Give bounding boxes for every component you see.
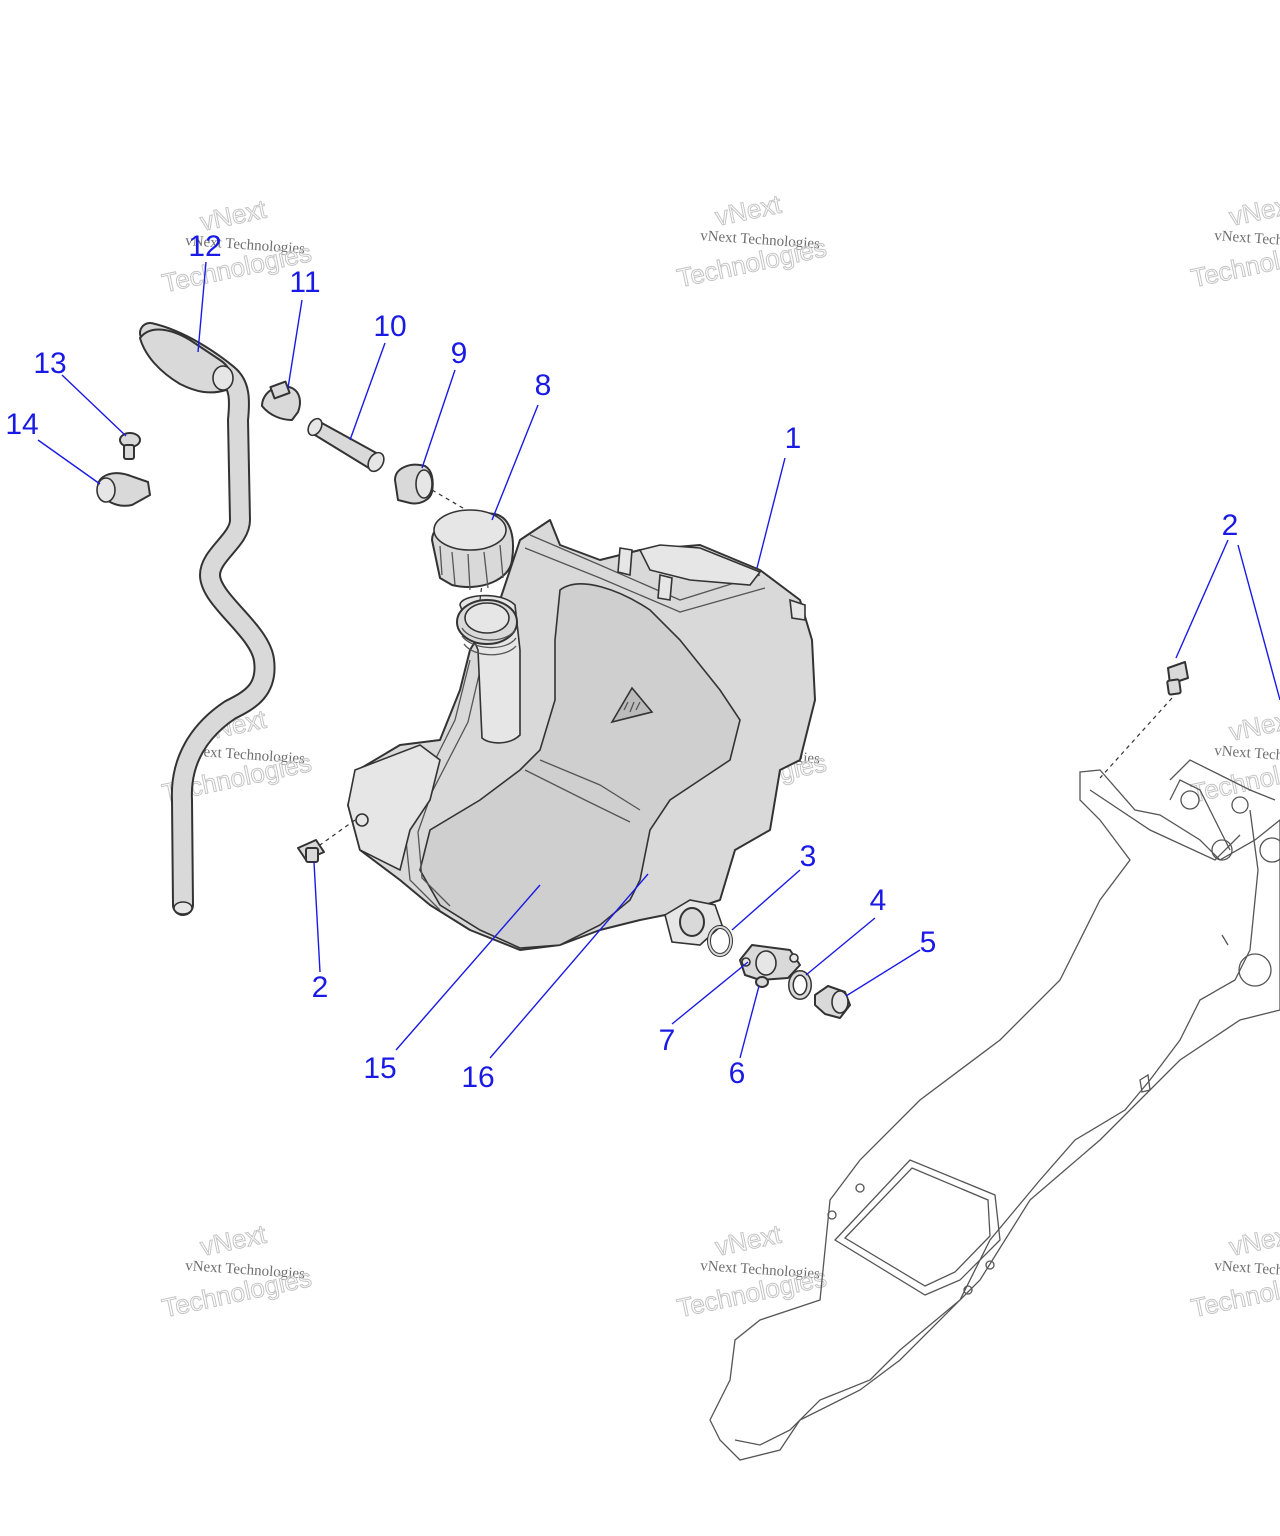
callout-10: 10 (373, 310, 406, 343)
callout-11: 11 (289, 266, 320, 299)
callout-16: 16 (461, 1061, 494, 1094)
callout-labels: 1 2 2 3 4 5 6 7 8 9 10 11 12 13 14 15 16 (5, 230, 1238, 1094)
hose-12 (139, 322, 276, 916)
callout-5: 5 (920, 926, 937, 959)
screw-13 (119, 432, 141, 460)
watermark: vNext vNext Technologies Technologies (1188, 1218, 1280, 1324)
hot-warning-icon (610, 686, 654, 724)
leader-lines (37, 261, 1280, 1059)
watermark: vNext vNext Technologies Technologies (159, 1218, 315, 1324)
coolant-reservoir (319, 519, 816, 951)
o-ring-3 (707, 925, 733, 957)
watermark-line1: vNext (712, 189, 784, 232)
callout-15: 15 (363, 1052, 396, 1085)
callout-2-right: 2 (1222, 509, 1239, 542)
bolt-2-right (1099, 661, 1189, 779)
screw-6 (755, 976, 769, 988)
clip-14 (96, 472, 151, 507)
frame-panel (709, 759, 1280, 1461)
watermark-line1: vNext (1226, 704, 1280, 747)
watermark-line1: vNext (712, 1219, 784, 1262)
washer-4 (788, 970, 812, 1000)
callout-6: 6 (729, 1057, 746, 1090)
watermark-line1: vNext (197, 1219, 269, 1262)
callout-1: 1 (785, 422, 802, 455)
watermark-line1: vNext (1226, 189, 1280, 232)
callout-8: 8 (535, 369, 552, 402)
bolt-2-left (297, 839, 325, 863)
callout-2-left: 2 (312, 971, 329, 1004)
grommet-9 (394, 463, 476, 516)
callout-13: 13 (33, 347, 66, 380)
plug-5 (814, 985, 851, 1019)
callout-9: 9 (451, 337, 468, 370)
callout-14: 14 (5, 408, 38, 441)
watermark: vNext vNext Technologies Technologies (1188, 703, 1280, 809)
callout-12: 12 (188, 230, 221, 263)
fitting-10 (307, 417, 385, 473)
watermark: vNext vNext Technologies Technologies (674, 1218, 830, 1324)
callout-7: 7 (659, 1024, 676, 1057)
callout-4: 4 (870, 884, 887, 917)
watermark-line1: vNext (1226, 1219, 1280, 1262)
callout-3: 3 (800, 840, 817, 873)
cap-8 (431, 509, 514, 591)
clamp-11 (261, 380, 301, 421)
flange-7 (739, 944, 801, 981)
watermark: vNext vNext Technologies Technologies (674, 188, 830, 294)
watermark: vNext vNext Technologies Technologies (1188, 188, 1280, 294)
